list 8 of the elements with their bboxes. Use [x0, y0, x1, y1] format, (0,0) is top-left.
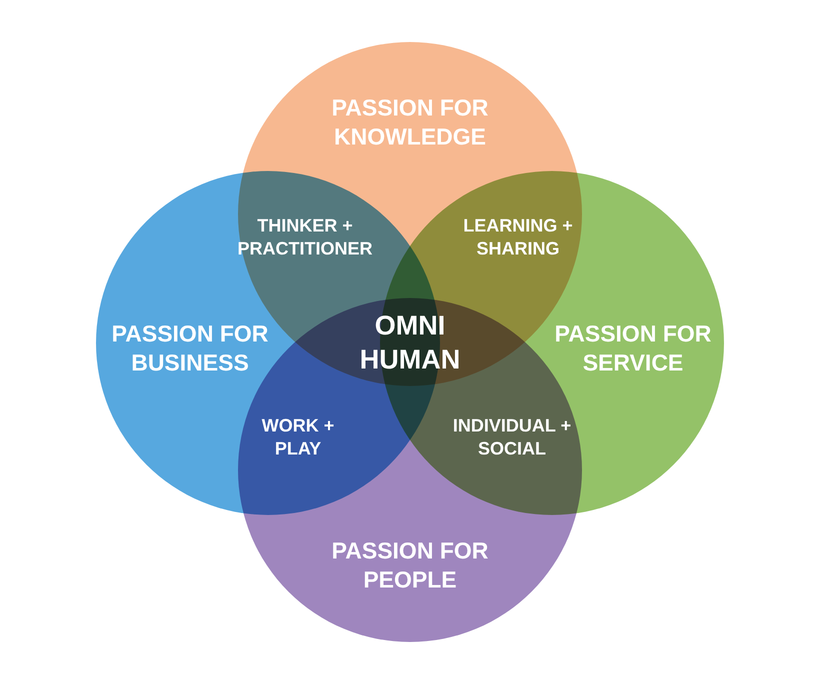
overlap-label: INDIVIDUAL + SOCIAL [452, 414, 572, 460]
circle-title: PASSION FOR PEOPLE [330, 536, 490, 594]
center-label: OMNI HUMAN [358, 309, 462, 376]
circle-title: PASSION FOR SERVICE [554, 319, 712, 377]
overlap-label: WORK + PLAY [260, 414, 336, 460]
overlap-label: LEARNING + SHARING [462, 214, 574, 260]
circle-title: PASSION FOR BUSINESS [110, 319, 270, 377]
circle-title: PASSION FOR KNOWLEDGE [330, 93, 490, 151]
